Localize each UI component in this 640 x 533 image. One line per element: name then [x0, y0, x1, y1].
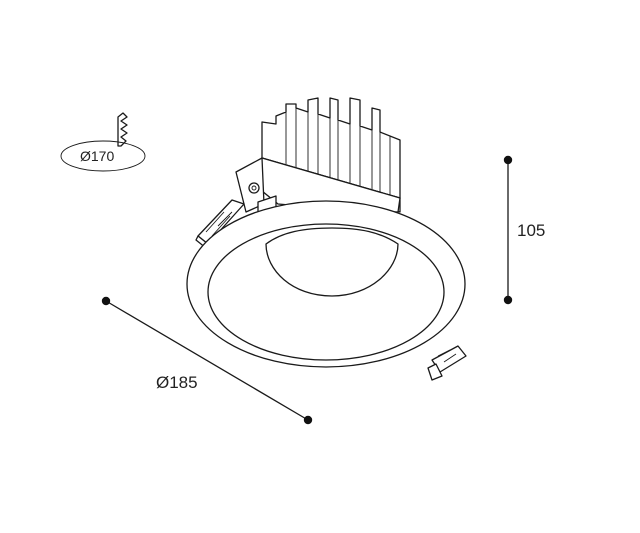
height-dimension-label: 105: [517, 221, 545, 240]
cutout-diameter-label: Ø170: [80, 148, 114, 164]
downlight-drawing: [186, 97, 467, 381]
height-dimension-line: [503, 155, 513, 305]
diameter-dimension-line: [101, 296, 313, 425]
reflector-opening: [265, 227, 399, 297]
cutout-saw-icon: [60, 112, 146, 172]
reflector-rim: [207, 223, 445, 361]
diameter-dimension-label: Ø185: [156, 373, 198, 392]
heat-sink: [245, 97, 401, 213]
spring-clip-right: [427, 345, 467, 381]
